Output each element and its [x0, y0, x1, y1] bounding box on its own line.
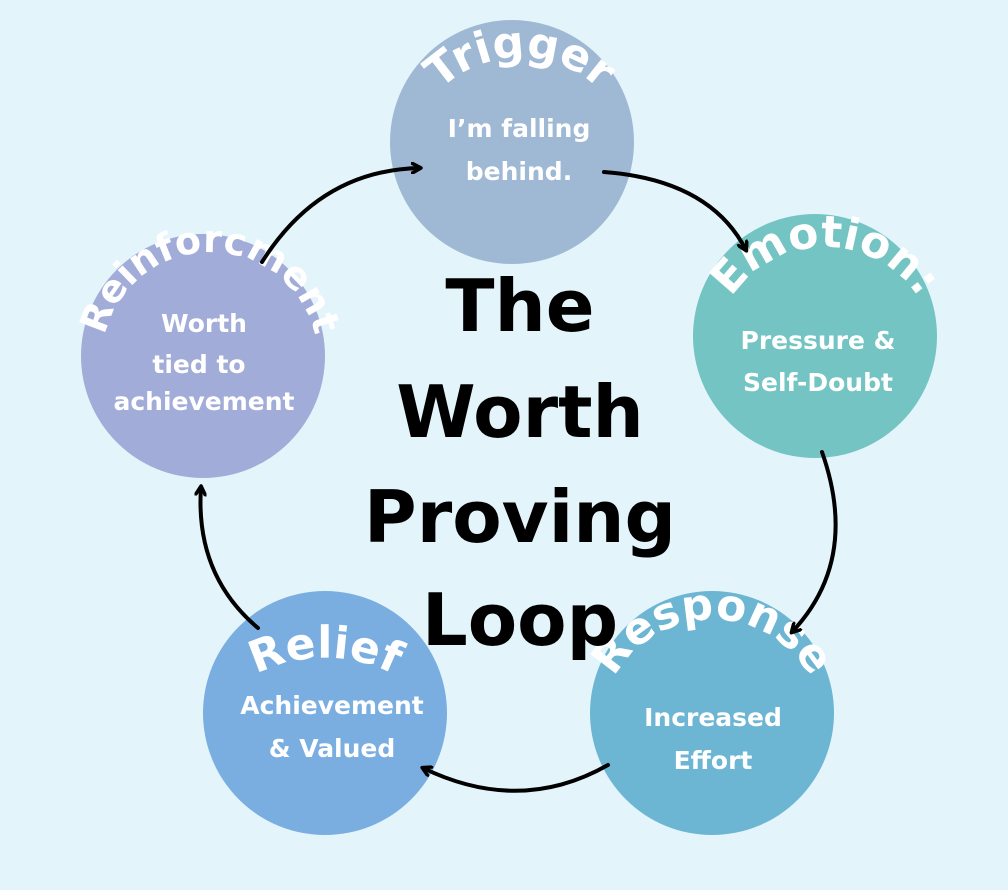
node-trigger-line1: I’m falling: [448, 114, 591, 143]
node-reinforcement-line1: Worth: [161, 309, 247, 338]
node-response-line2: Effort: [674, 746, 753, 775]
center-title: The Worth Proving Loop: [364, 264, 676, 662]
node-emotion-line2: Self-Doubt: [743, 368, 893, 397]
node-reinforcement-circle: [81, 234, 325, 478]
arrow-response-to-relief: [423, 763, 610, 793]
center-title-line4: Loop: [422, 578, 618, 662]
center-title-line3: Proving: [364, 475, 676, 559]
node-relief-line1: Achievement: [240, 691, 424, 720]
node-response-line1: Increased: [644, 703, 782, 732]
arrow-emotion-to-response: [792, 450, 838, 632]
arrow-reinforcement-to-trigger: [260, 168, 420, 264]
node-relief: Relief Achievement & Valued: [203, 591, 447, 835]
center-title-line2: Worth: [396, 370, 644, 454]
node-reinforcement: Reinforcment Worth tied to achievement: [71, 217, 349, 478]
node-trigger-circle: [390, 20, 634, 264]
node-reinforcement-line3: achievement: [113, 387, 294, 416]
node-emotion: Emotion: Pressure & Self-Doubt: [693, 207, 950, 458]
arrow-trigger-to-emotion: [602, 170, 746, 250]
node-response-circle: [590, 591, 834, 835]
node-emotion-line1: Pressure &: [741, 326, 896, 355]
node-relief-circle: [203, 591, 447, 835]
node-relief-line2: & Valued: [269, 734, 396, 763]
node-trigger-line2: behind.: [466, 157, 572, 186]
node-emotion-circle: [693, 214, 937, 458]
node-reinforcement-line2: tied to: [152, 350, 245, 379]
node-trigger: Trigger I’m falling behind.: [390, 17, 634, 264]
arrow-relief-to-reinforcement: [200, 487, 260, 630]
center-title-line1: The: [445, 264, 594, 348]
